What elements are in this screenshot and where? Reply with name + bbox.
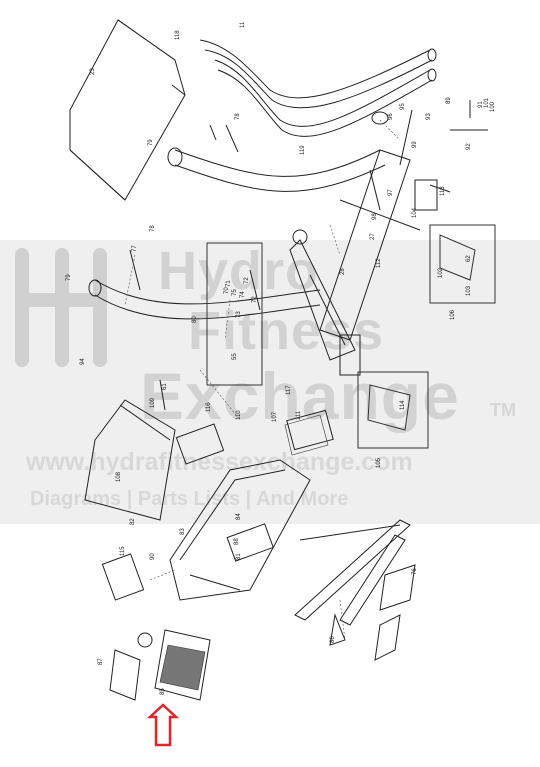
part-label: 104 — [412, 207, 418, 218]
part-label: 107 — [272, 411, 278, 422]
part-label: 79 — [148, 139, 154, 146]
part-label: 76 — [412, 568, 418, 575]
part-label: 80 — [192, 316, 198, 323]
connector-lines — [124, 119, 401, 641]
part-label: 106 — [450, 309, 456, 320]
part-label: 95 — [400, 103, 406, 110]
part-label: 82 — [130, 518, 136, 525]
part-label: 116 — [206, 402, 212, 412]
part-label: 99 — [412, 141, 418, 148]
part-label: 85 — [160, 688, 166, 695]
part-label: 55 — [232, 353, 238, 360]
upright-frame — [88, 147, 438, 376]
part-label: 88 — [234, 538, 240, 545]
base-frame — [294, 519, 411, 646]
part-label: 81 — [236, 553, 242, 560]
motor-tray — [169, 409, 334, 601]
part-label: 28 — [340, 268, 346, 275]
part-label: 110 — [236, 410, 242, 420]
part-label: 27 — [370, 233, 376, 240]
part-label: 98 — [372, 213, 378, 220]
part-label: 97 — [388, 189, 394, 196]
part-label: 71 — [226, 280, 232, 287]
part-label: 92 — [466, 143, 472, 150]
part-label: 94 — [80, 358, 86, 365]
part-label: 83 — [180, 528, 186, 535]
motor-hood — [84, 399, 176, 521]
part-label: 105 — [376, 457, 382, 468]
watermark-tm: TM — [490, 400, 516, 420]
part-label: 100 — [490, 101, 496, 112]
watermark-fitness: Fitness — [188, 301, 385, 361]
watermark-url: www.hydrafitnessexchange.com — [26, 448, 413, 476]
part-label: 86 — [330, 636, 336, 643]
handlebar-tube — [199, 39, 437, 137]
part-label: 62 — [466, 255, 472, 262]
part-label: 72 — [244, 277, 250, 284]
part-label: 84 — [236, 513, 242, 520]
part-label: 108 — [116, 471, 122, 482]
part-label: 78 — [150, 225, 156, 232]
part-label: 73 — [236, 311, 242, 318]
part-label: 112 — [376, 258, 382, 268]
part-label: 11 — [240, 21, 246, 28]
part-label: 114 — [400, 400, 406, 410]
part-label: 111 — [296, 410, 302, 420]
watermark-tagline: Diagrams | Parts Lists | And More — [30, 488, 349, 510]
part-label: 109 — [150, 397, 156, 408]
part-label: 102 — [438, 267, 444, 278]
watermark-band — [0, 240, 540, 524]
part-label: 89 — [446, 97, 452, 104]
watermark-hydro: Hydro — [158, 241, 320, 301]
console-panel — [69, 19, 186, 201]
highlight-arrow — [146, 703, 180, 747]
grille — [159, 414, 329, 691]
part-label: 118 — [175, 30, 181, 40]
part-label: 101 — [484, 97, 490, 108]
part-label: 61 — [162, 383, 168, 390]
part-label: 78 — [235, 113, 241, 120]
part-label: 117 — [286, 385, 292, 395]
part-label: 75 — [232, 289, 238, 296]
detail-box-upright — [206, 224, 496, 449]
part-label: 115 — [120, 546, 126, 556]
part-label: 87 — [98, 658, 104, 665]
part-label: 77 — [132, 245, 138, 252]
part-label: 23 — [90, 68, 96, 75]
part-label: 113 — [440, 186, 446, 196]
part-label: 96 — [388, 113, 394, 120]
part-label: 74 — [240, 291, 246, 298]
part-label: 72 — [252, 296, 258, 303]
part-label: 93 — [426, 113, 432, 120]
watermark-logo — [15, 248, 107, 367]
part-label: 103 — [466, 285, 472, 296]
part-label: 70 — [224, 287, 230, 294]
part-label: 90 — [150, 553, 156, 560]
small-parts — [101, 111, 416, 701]
part-label: 79 — [66, 274, 72, 281]
hardware-fasteners — [129, 100, 488, 411]
part-label: 119 — [300, 145, 306, 155]
